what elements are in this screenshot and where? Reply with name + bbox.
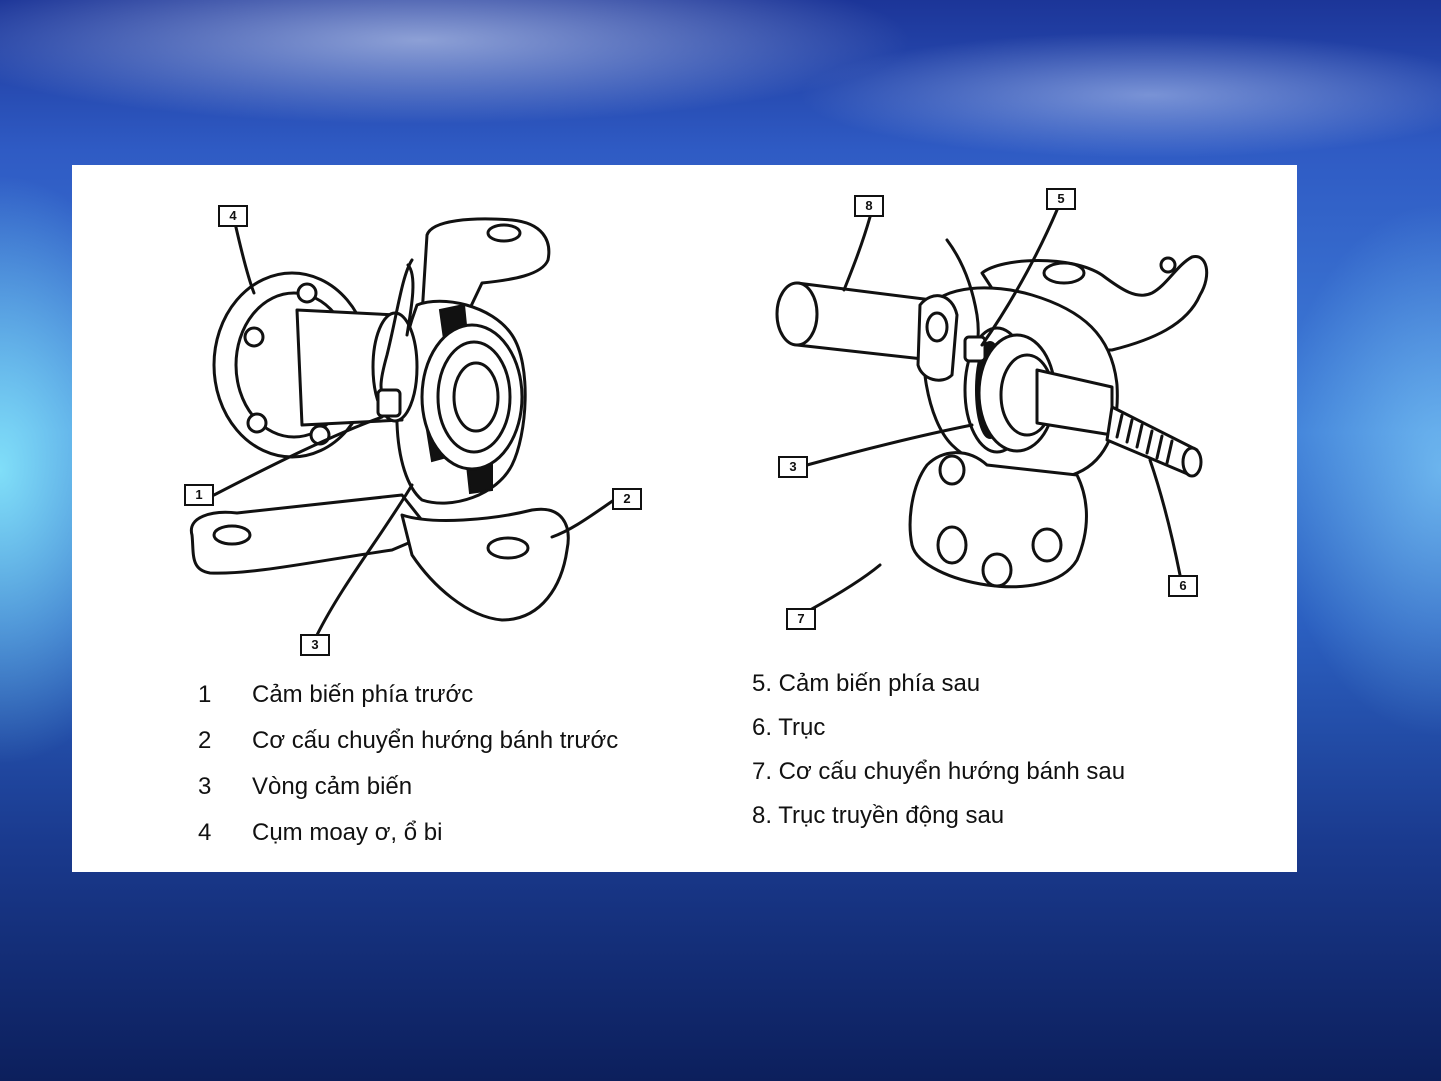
legend-item: 2 Cơ cấu chuyển hướng bánh trước (198, 718, 618, 764)
callout-front-1: 1 (184, 484, 214, 506)
legend-number: 3 (198, 773, 252, 801)
callout-front-2: 2 (612, 488, 642, 510)
legend-right: 5. Cảm biến phía sau 6. Trục 7. Cơ cấu c… (752, 662, 1125, 838)
front-upper-arm-hole (488, 225, 520, 241)
legend-item: 4 Cụm moay ơ, ổ bi (198, 810, 618, 856)
callout-front-3: 3 (300, 634, 330, 656)
legend-text: Cụm moay ơ, ổ bi (252, 819, 442, 847)
legend-number: 4 (198, 819, 252, 847)
front-lower-arm-hole (214, 526, 250, 544)
legend-item: 7. Cơ cấu chuyển hướng bánh sau (752, 750, 1125, 794)
callout-rear-7: 7 (786, 608, 816, 630)
legend-text: Cảm biến phía trước (252, 681, 473, 709)
callout-front-4: 4 (218, 205, 248, 227)
diagram-panel: 4 1 2 3 8 5 3 6 7 1 Cảm biến phía trước … (72, 165, 1297, 872)
legend-text: Cơ cấu chuyển hướng bánh trước (252, 727, 618, 755)
legend-item: 3 Vòng cảm biến (198, 764, 618, 810)
callout-rear-8: 8 (854, 195, 884, 217)
front-knuckle-lower (402, 509, 568, 620)
legend-item: 5. Cảm biến phía sau (752, 662, 1125, 706)
legend-item: 8. Trục truyền động sau (752, 794, 1125, 838)
legend-left: 1 Cảm biến phía trước 2 Cơ cấu chuyển hư… (198, 672, 618, 856)
callout-rear-6: 6 (1168, 575, 1198, 597)
legend-text: Vòng cảm biến (252, 773, 412, 801)
rear-steering-knuckle-drawing (777, 240, 1207, 587)
legend-number: 1 (198, 681, 252, 709)
legend-number: 2 (198, 727, 252, 755)
legend-item: 1 Cảm biến phía trước (198, 672, 618, 718)
front-knuckle-lower-hole (488, 538, 528, 558)
callout-rear-5: 5 (1046, 188, 1076, 210)
callout-rear-3: 3 (778, 456, 808, 478)
legend-item: 6. Trục (752, 706, 1125, 750)
